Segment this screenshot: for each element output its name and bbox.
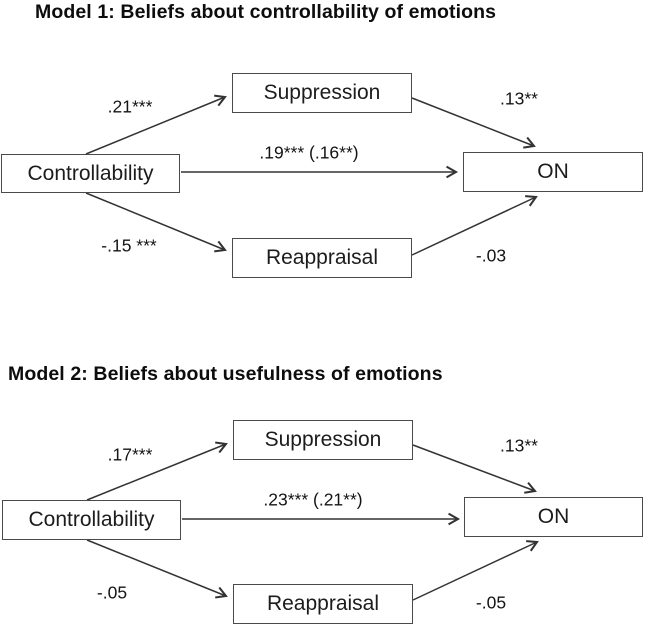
model1-box-outcome-label: ON xyxy=(537,160,569,183)
model2-box-controllability-label: Controllability xyxy=(28,508,155,531)
model1-box-controllability-label: Controllability xyxy=(27,161,154,185)
model1-box-suppression: Suppression xyxy=(232,73,412,113)
model1-box-outcome: ON xyxy=(463,152,643,192)
model2-box-outcome: ON xyxy=(464,497,643,537)
model1-title: Model 1: Beliefs about controllability o… xyxy=(35,1,497,23)
model2-coef-suppression-to-outcome: .13** xyxy=(500,435,538,456)
m1-arrow-reappraisal-to-outcome xyxy=(411,195,538,256)
model2-box-outcome-label: ON xyxy=(537,505,570,528)
model1-box-reappraisal: Reappraisal xyxy=(232,238,412,278)
model2-title: Model 2: Beliefs about usefulness of emo… xyxy=(8,363,443,385)
model1-coef-reappraisal-to-outcome: -.03 xyxy=(475,245,507,266)
model1-box-controllability: Controllability xyxy=(1,154,180,193)
model2-box-reappraisal: Reappraisal xyxy=(233,584,413,624)
model2-box-suppression-label: Suppression xyxy=(264,428,382,451)
model1-box-suppression-label: Suppression xyxy=(263,81,381,104)
model2-box-suppression: Suppression xyxy=(233,420,413,460)
model1-coef-suppression-to-outcome: .13** xyxy=(500,88,538,109)
m2-arrow-reappraisal-to-outcome xyxy=(412,540,539,601)
model1-box-reappraisal-label: Reappraisal xyxy=(265,246,379,269)
model2-coef-predictor-to-reappraisal: -.05 xyxy=(96,582,128,603)
model1-coef-direct-effect: .19*** (.16**) xyxy=(259,142,359,163)
model2-coef-predictor-to-suppression: .17*** xyxy=(107,444,153,465)
model1-coef-predictor-to-suppression: .21*** xyxy=(107,96,153,117)
model2-coef-direct-effect: .23*** (.21**) xyxy=(263,489,363,510)
model1-coef-predictor-to-reappraisal: -.15 *** xyxy=(101,235,157,256)
model2-coef-reappraisal-to-outcome: -.05 xyxy=(475,592,507,613)
model2-box-controllability: Controllability xyxy=(2,500,181,540)
model2-box-reappraisal-label: Reappraisal xyxy=(266,592,380,615)
